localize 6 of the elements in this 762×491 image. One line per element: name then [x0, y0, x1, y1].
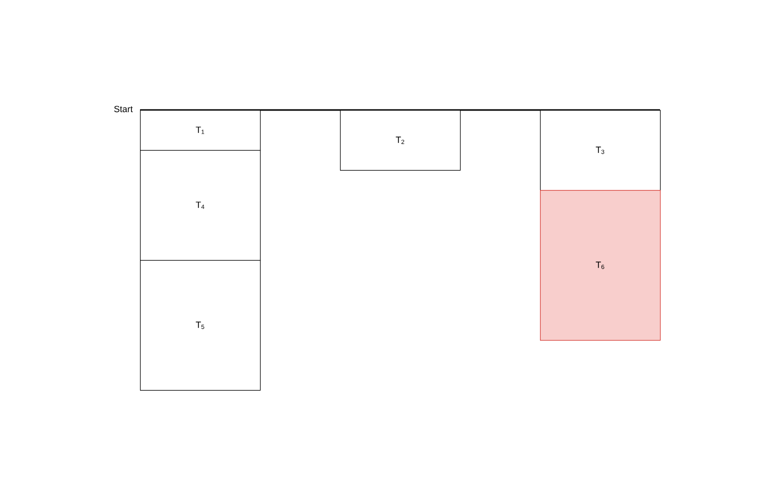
task-box: T$_{6}$	[540, 190, 661, 341]
task-box: T$_{2}$	[340, 110, 461, 171]
task-box: T$_{1}$	[140, 110, 261, 151]
task-box: T$_{5}$	[140, 260, 261, 391]
timeline-label: Start	[114, 106, 133, 112]
task-box: T$_{3}$	[540, 110, 661, 191]
